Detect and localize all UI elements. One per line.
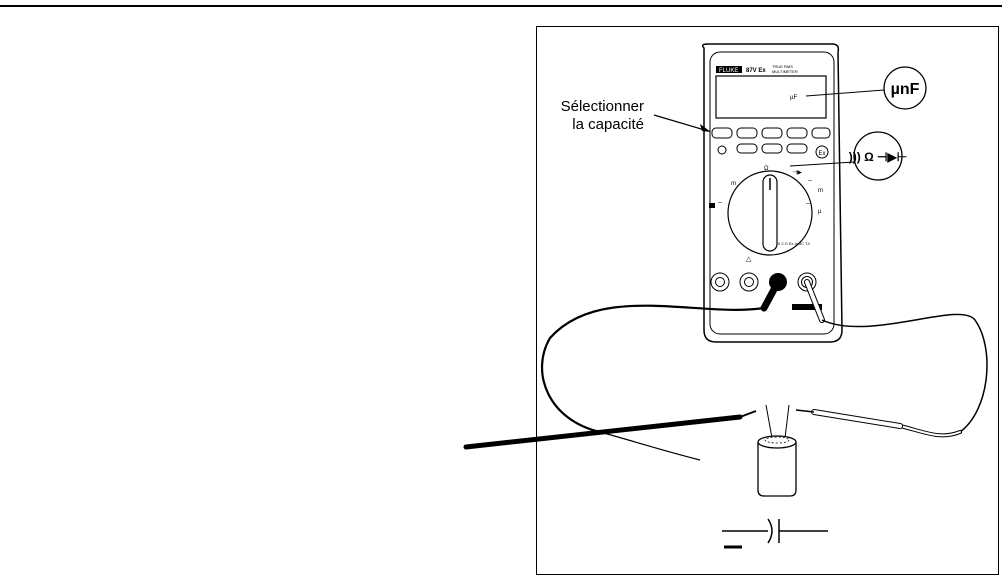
dial-label-tilde-1: ~ [808, 178, 812, 185]
unit-zoom-text: µnF [891, 81, 920, 98]
ex-certification-text: Ex [818, 151, 825, 157]
warning-triangle-icon: △ [746, 256, 752, 263]
jack-label-plate [792, 304, 822, 310]
dial-label-diode: ⊣▶ [792, 169, 802, 176]
function-zoom-bubble [853, 131, 903, 181]
soft-button-7[interactable] [761, 143, 783, 154]
unit-zoom-bubble [883, 66, 927, 110]
rating-text: II 2 G Ex ia IIC T4 [778, 241, 810, 246]
function-zoom-text: ))) Ω ⊣▶⊢ [849, 150, 907, 164]
soft-button-8[interactable] [786, 143, 808, 154]
dial-label-ohm: Ω [764, 166, 769, 172]
ex-certification-icon [815, 145, 829, 159]
capacitor [757, 404, 797, 497]
soft-button-4[interactable] [786, 127, 808, 139]
lcd-display [715, 75, 827, 119]
dial-label-tilde-2: ~ [806, 201, 810, 208]
backlight-button[interactable] [717, 145, 727, 155]
model-text: 87V Ex [746, 68, 766, 74]
model-subtitle-2: MULTIMETER [772, 69, 798, 74]
callout-arrow [653, 114, 711, 132]
lcd-unit-text: µF [790, 95, 797, 101]
soft-button-row [711, 127, 831, 139]
black-test-lead [463, 278, 782, 461]
brand-logo [716, 66, 742, 73]
dial-label-temp-box [709, 203, 715, 208]
callout-select-capacitance-line1: Sélectionner [560, 98, 644, 115]
model-subtitle-1: TRUE RMS [772, 64, 793, 69]
soft-button-5[interactable] [811, 127, 831, 139]
soft-button-2[interactable] [736, 127, 758, 139]
soft-button-1[interactable] [711, 127, 733, 139]
callout-select-capacitance-line2: la capacité [572, 116, 644, 133]
dial-label-tilde-3: ~ [718, 200, 722, 207]
soft-button-row-2 [717, 143, 808, 155]
brand-text: FLUKE [719, 68, 738, 74]
figure-frame [536, 26, 999, 575]
capacitor-schematic-symbol [722, 518, 828, 549]
red-test-lead [795, 279, 988, 438]
dial-label-micro: µ [818, 209, 822, 215]
top-rule [0, 5, 1002, 7]
dial-label-m-1: m [731, 181, 736, 187]
soft-button-3[interactable] [761, 127, 783, 139]
soft-button-6[interactable] [736, 143, 758, 154]
dial-label-m-2: m [818, 188, 823, 194]
rotary-selector-dial[interactable] [727, 170, 813, 256]
